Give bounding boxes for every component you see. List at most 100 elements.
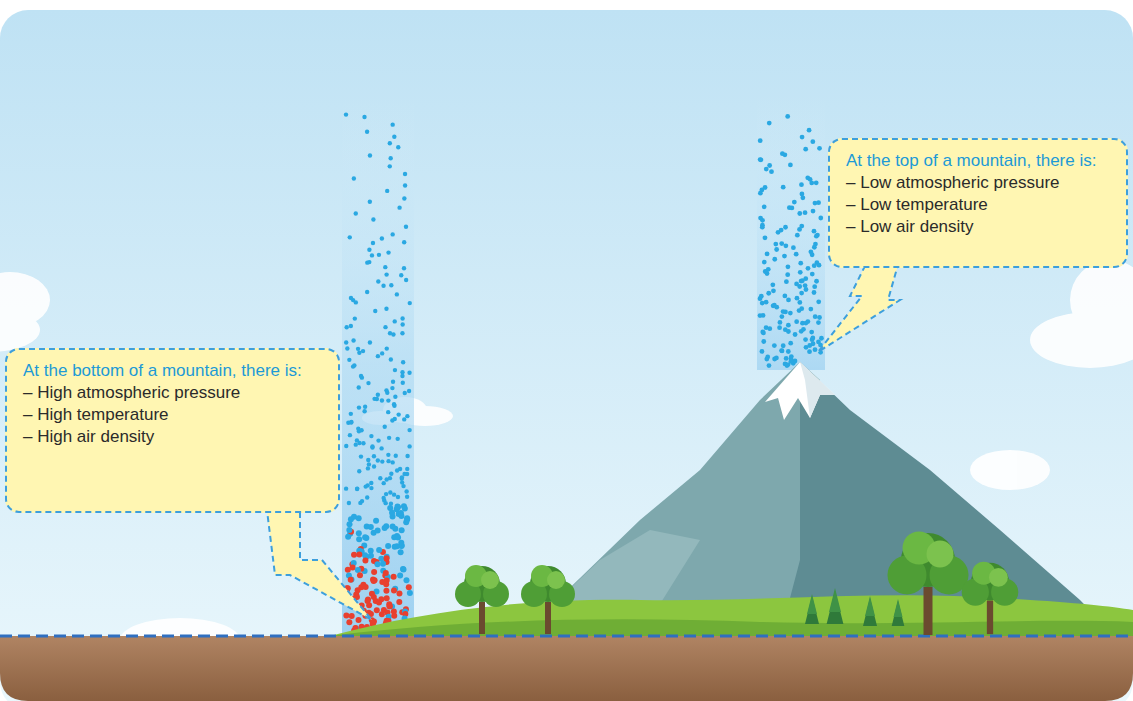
air-molecule: [366, 602, 372, 608]
air-molecule: [818, 216, 823, 221]
air-molecule: [352, 176, 356, 180]
air-molecule: [812, 284, 817, 289]
air-molecule: [400, 331, 404, 335]
air-molecule: [385, 189, 389, 193]
air-molecule: [400, 374, 404, 378]
air-molecule: [400, 480, 404, 484]
air-molecule: [356, 515, 362, 521]
air-molecule: [777, 325, 782, 330]
air-molecule: [799, 306, 804, 311]
air-molecule: [407, 389, 411, 393]
air-molecule: [770, 282, 775, 287]
air-molecule: [398, 549, 404, 555]
air-molecule: [401, 567, 407, 573]
air-molecule: [407, 590, 413, 596]
air-molecule: [403, 183, 407, 187]
air-molecule: [371, 578, 377, 584]
air-molecule: [394, 454, 398, 458]
air-molecule: [386, 459, 390, 463]
air-molecule: [405, 454, 409, 458]
air-molecule: [812, 229, 817, 234]
air-molecule: [385, 346, 389, 350]
air-molecule: [803, 337, 808, 342]
air-molecule: [344, 325, 348, 329]
air-molecule: [786, 298, 791, 303]
air-molecule: [376, 547, 382, 553]
air-molecule: [363, 584, 369, 590]
air-molecule: [404, 489, 408, 493]
air-molecule: [362, 115, 366, 119]
air-molecule: [347, 501, 351, 505]
air-molecule: [762, 204, 767, 209]
air-molecule: [780, 349, 785, 354]
air-molecule: [373, 518, 379, 524]
air-molecule: [388, 141, 392, 145]
air-molecule: [388, 164, 392, 168]
air-molecule: [388, 331, 392, 335]
air-molecule: [348, 235, 352, 239]
air-molecule: [807, 349, 812, 354]
air-molecule: [356, 347, 360, 351]
air-molecule: [376, 600, 382, 606]
air-molecule: [390, 418, 394, 422]
air-molecule: [376, 393, 380, 397]
air-molecule: [366, 466, 370, 470]
air-molecule: [786, 323, 791, 328]
air-molecule: [794, 281, 799, 286]
air-molecule: [349, 613, 355, 619]
air-molecule: [359, 428, 363, 432]
air-molecule: [357, 385, 361, 389]
air-molecule: [794, 252, 799, 257]
air-molecule: [784, 356, 789, 361]
air-molecule: [391, 574, 397, 580]
air-molecule: [353, 316, 357, 320]
air-molecule: [387, 436, 391, 440]
air-molecule: [408, 301, 412, 305]
air-molecule: [368, 199, 372, 203]
air-molecule: [380, 561, 386, 567]
air-molecule: [401, 360, 405, 364]
air-molecule: [797, 211, 802, 216]
air-molecule: [817, 315, 822, 320]
air-molecule: [349, 296, 353, 300]
air-molecule: [389, 510, 395, 516]
air-molecule: [381, 481, 385, 485]
air-molecule: [406, 584, 412, 590]
air-molecule: [373, 309, 377, 313]
air-molecule: [365, 495, 369, 499]
air-molecule: [347, 358, 351, 362]
air-molecule: [346, 527, 352, 533]
air-molecule: [384, 307, 388, 311]
air-molecule: [401, 381, 405, 385]
air-molecule: [365, 260, 369, 264]
air-molecule: [348, 433, 352, 437]
air-molecule: [407, 428, 411, 432]
air-molecule: [403, 577, 409, 583]
air-molecule: [772, 343, 777, 348]
callout-item: – High temperature: [23, 404, 324, 426]
air-molecule: [386, 410, 390, 414]
air-molecule: [804, 321, 809, 326]
air-molecule: [781, 343, 786, 348]
air-molecule: [368, 524, 374, 530]
air-molecule: [388, 156, 392, 160]
air-molecule: [365, 130, 369, 134]
air-molecule: [355, 438, 359, 442]
air-molecule: [343, 612, 349, 618]
air-molecule: [354, 211, 358, 215]
air-molecule: [355, 487, 359, 491]
air-molecule: [814, 180, 819, 185]
air-molecule: [362, 409, 366, 413]
air-molecule: [767, 163, 772, 168]
air-molecule: [351, 552, 357, 558]
air-molecule: [371, 619, 377, 625]
air-molecule: [782, 254, 787, 259]
air-molecule: [369, 434, 373, 438]
air-molecule: [376, 279, 380, 283]
air-molecule: [345, 346, 349, 350]
air-molecule: [767, 121, 772, 126]
air-molecule: [390, 460, 394, 464]
air-molecule: [396, 412, 400, 416]
air-molecule: [383, 570, 389, 576]
air-molecule: [375, 528, 381, 534]
